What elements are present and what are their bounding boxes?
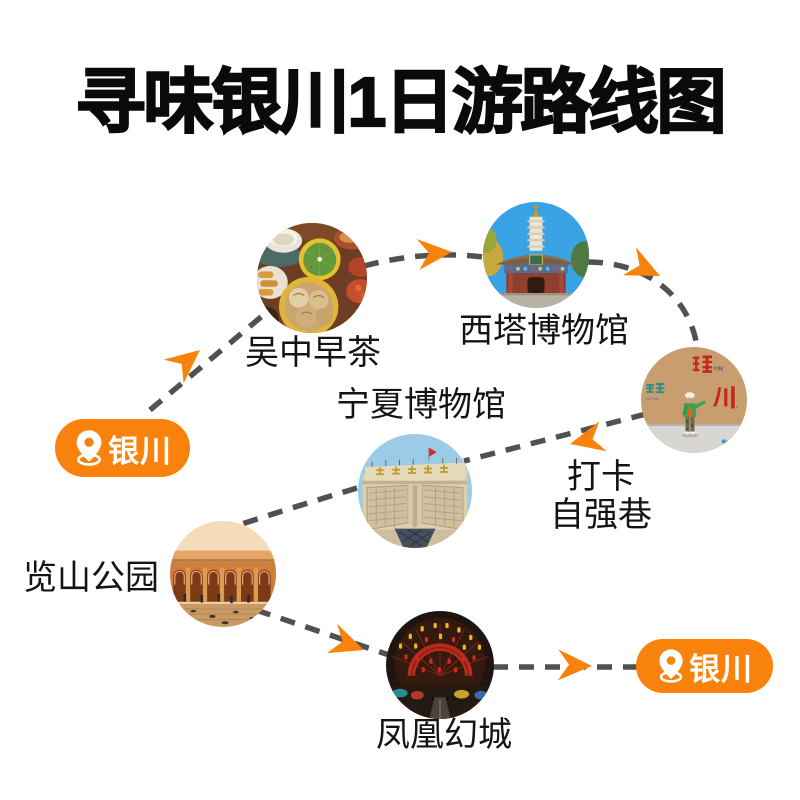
stop-photo-ningxia-museum — [358, 434, 472, 548]
route-arrow-icon — [557, 649, 592, 681]
svg-text:c: c — [736, 404, 739, 409]
route-arrow-icon — [163, 350, 200, 384]
stop-label-phoenix-city: 凤凰幻城 — [376, 716, 512, 754]
stop-photo-lanshan-park — [170, 521, 276, 627]
stop-photo-wuzhong-breakfast — [257, 223, 367, 333]
stop-label-wuzhong-breakfast: 吴中早茶 — [245, 334, 381, 372]
route-segment-park-to-phoenix — [255, 607, 393, 659]
lanshan-park-arches-photo — [170, 521, 276, 627]
svg-text:CATION: CATION — [645, 397, 659, 401]
stop-label-lanshan-park: 览山公园 — [23, 559, 159, 597]
page-title: 寻味银川1日游路线图 — [74, 62, 727, 142]
stop-label-west-pagoda-museum: 西塔博物馆 — [459, 312, 629, 350]
stop-label-ziqiang-line1: 打卡 — [567, 458, 635, 496]
phoenix-city-lanterns-photo — [386, 611, 494, 719]
route-arrow-icon — [570, 421, 607, 452]
route-segment-breakfast-to-pagoda — [363, 252, 484, 269]
route-segment-museum-to-park — [241, 485, 358, 527]
end-pin-badge: 银川 — [636, 639, 773, 693]
start-pin-badge: 银川 — [55, 419, 190, 477]
stop-label-ziqiang-line2: 自强巷 — [550, 496, 652, 534]
dimsum-breakfast-photo — [257, 223, 367, 333]
west-pagoda-museum-photo — [483, 202, 589, 308]
location-pin-icon — [659, 649, 683, 683]
route-arrow-icon — [416, 239, 452, 270]
stop-label-ningxia-museum: 宁夏博物馆 — [336, 386, 506, 424]
stop-label-ziqiang-alley: 打卡 自强巷 — [531, 458, 671, 534]
ziqiang-alley-wall-photo: YIN CATION c — [641, 347, 747, 453]
end-pin-label: 银川 — [689, 651, 753, 687]
route-arrow-icon — [326, 623, 364, 654]
route-arrow-icon — [622, 247, 660, 276]
svg-text:YIN: YIN — [713, 366, 723, 372]
stop-photo-phoenix-city — [386, 611, 494, 719]
ningxia-museum-photo — [358, 434, 472, 548]
stop-photo-west-pagoda — [483, 202, 589, 308]
start-pin-label: 银川 — [108, 433, 172, 469]
location-pin-icon — [76, 430, 102, 466]
stop-photo-ziqiang-alley: YIN CATION c — [641, 347, 747, 453]
